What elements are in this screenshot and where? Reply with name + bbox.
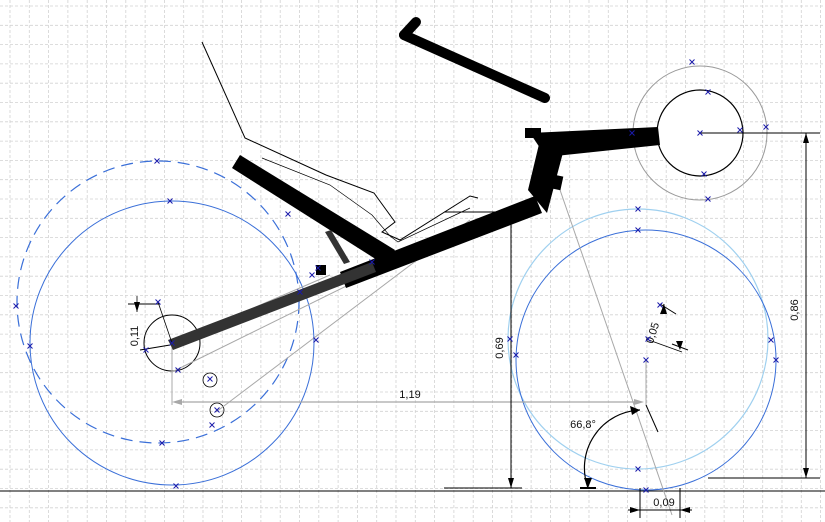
point-marker <box>768 337 774 343</box>
bb-height-label: 0,86 <box>789 299 801 320</box>
point-marker <box>13 303 19 309</box>
head-angle-label: 66,8° <box>570 419 596 431</box>
seat-outline <box>201 41 479 241</box>
point-marker <box>173 483 179 489</box>
point-marker <box>309 272 315 278</box>
point-marker <box>214 407 220 413</box>
derailleur-block <box>316 265 326 275</box>
point-marker <box>513 352 519 358</box>
seat-outline-inner <box>261 157 471 243</box>
trail-dimension: 0,09 <box>628 488 692 518</box>
rear-axle-small-circle-2 <box>209 402 225 418</box>
point-marker <box>635 466 641 472</box>
point-markers <box>13 59 779 493</box>
point-marker <box>645 336 651 342</box>
bb-height-dimension: 0,86 <box>700 132 820 479</box>
point-marker <box>635 206 641 212</box>
seat-height-dimension: 0,69 <box>444 211 522 489</box>
point-marker <box>285 211 291 217</box>
point-marker <box>705 196 711 202</box>
point-marker <box>643 487 649 493</box>
head-angle-dimension: 66,8° <box>570 360 659 489</box>
point-marker <box>313 337 319 343</box>
rear-axle-small-circle <box>202 372 218 388</box>
point-marker <box>297 289 303 295</box>
point-marker <box>207 376 213 382</box>
point-marker <box>657 302 663 308</box>
seat-height-label: 0,69 <box>494 337 506 358</box>
point-marker <box>629 130 635 136</box>
guide-lines <box>171 154 673 516</box>
head-tube <box>528 140 565 213</box>
point-marker <box>159 440 165 446</box>
rear-offset-label: 0,11 <box>129 326 141 347</box>
point-marker <box>773 357 779 363</box>
point-marker <box>154 158 160 164</box>
bike-frame <box>168 17 660 350</box>
point-marker <box>635 227 641 233</box>
point-marker <box>507 336 513 342</box>
front-offset-label: 0,05 <box>644 321 662 345</box>
rear-wheel-rim <box>29 200 315 486</box>
rear-wheel-outer-dashed <box>16 160 300 444</box>
wheelbase-dimension: 1,19 <box>172 389 644 405</box>
point-marker <box>701 171 707 177</box>
point-marker <box>27 343 33 349</box>
trail-label: 0,09 <box>653 497 674 509</box>
front-wheel <box>507 208 777 491</box>
point-marker <box>167 198 173 204</box>
handlebar-tip <box>399 17 421 40</box>
point-marker <box>763 124 769 130</box>
point-marker <box>169 340 175 346</box>
point-marker <box>697 130 703 136</box>
point-marker <box>705 89 711 95</box>
point-marker <box>209 422 215 428</box>
point-marker <box>143 347 149 353</box>
point-marker <box>155 299 161 305</box>
wheelbase-label: 1,19 <box>399 389 420 401</box>
chainstay <box>168 262 376 350</box>
point-marker <box>369 259 375 265</box>
point-marker <box>175 367 181 373</box>
point-marker <box>689 59 695 65</box>
point-marker <box>643 357 649 363</box>
fork-drop <box>546 173 564 191</box>
seatstay-strut <box>325 230 350 264</box>
seat-tube <box>232 155 395 265</box>
handlebar <box>399 30 550 103</box>
head-cap <box>525 128 541 138</box>
rear-offset-dimension: 0,11 <box>128 296 173 351</box>
point-marker <box>315 265 321 271</box>
main-boom <box>340 196 542 288</box>
front-wheel-outer <box>507 208 769 470</box>
rear-wheel <box>16 160 315 486</box>
front-boom <box>530 127 660 157</box>
point-marker <box>737 127 743 133</box>
